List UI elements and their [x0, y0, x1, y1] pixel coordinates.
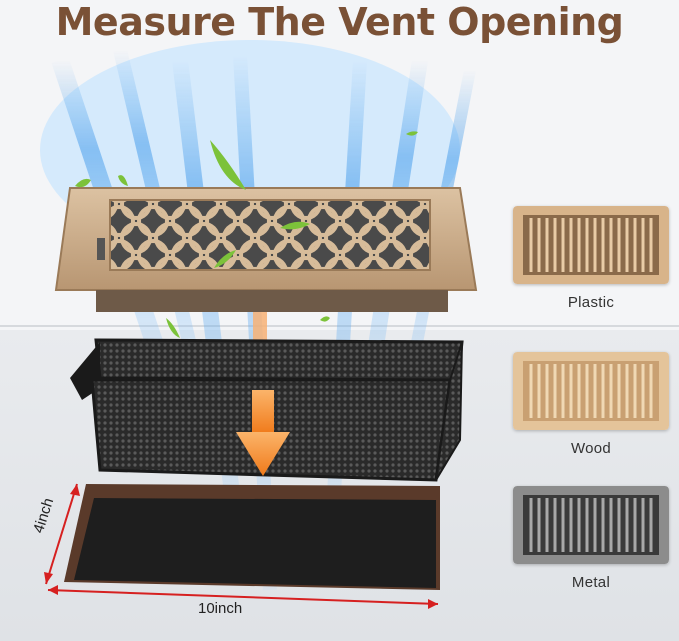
width-measure-line — [47, 585, 439, 609]
floor-vent-opening — [64, 484, 440, 590]
metal-vent-icon — [513, 486, 669, 564]
page-title: Measure The Vent Opening — [55, 0, 624, 44]
wood-vent-icon — [513, 352, 669, 430]
material-option-plastic: Plastic — [505, 206, 677, 334]
mesh-filter-basket — [70, 338, 464, 482]
down-arrow-large — [236, 390, 290, 476]
wood-label: Wood — [570, 440, 612, 457]
material-option-metal: Metal — [505, 486, 677, 614]
vent-cover — [54, 187, 478, 312]
plastic-label: Plastic — [567, 294, 615, 311]
height-measure-line — [44, 483, 80, 585]
plastic-vent-icon — [513, 206, 669, 284]
width-dimension-label: 10inch — [198, 600, 243, 617]
material-option-wood: Wood — [505, 352, 677, 480]
leaf-decorations — [75, 131, 418, 338]
metal-label: Metal — [571, 574, 611, 591]
